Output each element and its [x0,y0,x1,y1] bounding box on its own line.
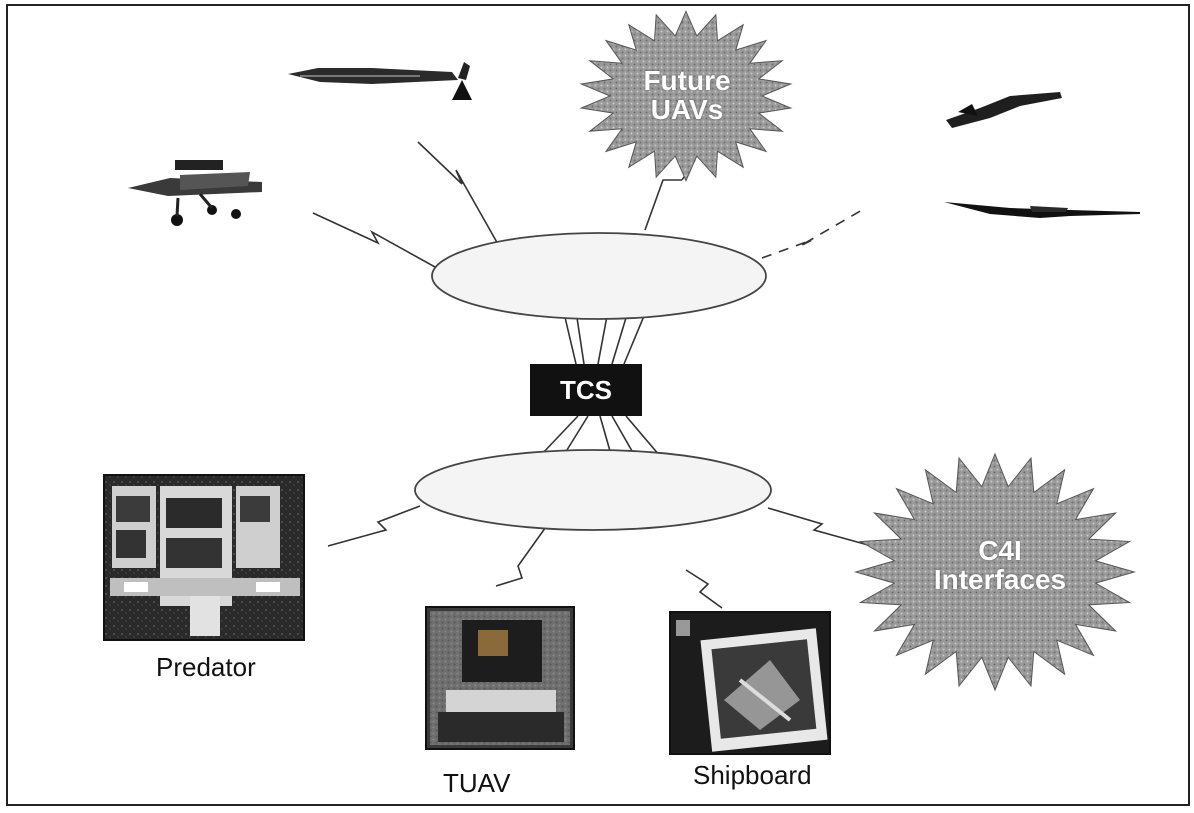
link-right-dashed [761,209,863,259]
predator-station-photo [103,474,305,641]
link-c4i [767,507,869,546]
c4i-line2: Interfaces [933,564,1067,596]
link-uav-top [417,141,504,254]
link-manned-aircraft [312,212,445,273]
predator-label: Predator [156,652,256,682]
link-tcs-bottom-e [625,415,661,457]
tcs-label: TCS [560,374,612,405]
link-future-uavs [644,179,682,231]
manned-aircraft-icon [128,160,262,226]
tuav-station-photo [425,606,575,750]
link-tcs-bottom-a [539,415,579,457]
shipboard-station-photo [669,611,831,755]
c4i-interfaces-label: C4I Interfaces [900,536,1100,595]
future-uavs-starburst [579,10,793,182]
future-uavs-line2: UAVs [650,94,724,126]
uav-right-bottom-icon [944,202,1140,218]
uav-top-center-icon [288,62,472,100]
upper-network-ellipse [431,232,767,320]
future-uavs-label: Future UAVs [612,66,762,125]
c4i-interfaces-starburst [854,452,1136,692]
tuav-label: TUAV [443,768,511,798]
shipboard-label: Shipboard [693,760,812,790]
link-predator [327,505,421,547]
future-uavs-line1: Future [643,65,731,96]
tcs-node: TCS [530,364,642,416]
link-shipboard [685,569,723,609]
uav-right-top-icon [946,92,1062,128]
link-tuav [495,523,549,587]
lower-network-ellipse [414,449,772,531]
c4i-line1: C4I [978,535,1022,566]
